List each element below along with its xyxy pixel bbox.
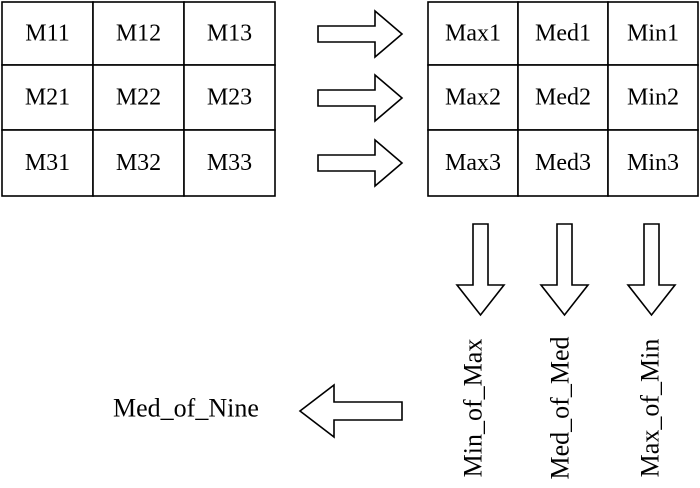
input-cell-label: M23 <box>207 85 252 111</box>
input-cell-3-2: M32 <box>92 129 185 197</box>
sorted-cell-label: Min3 <box>627 150 679 176</box>
down-arrow-icon <box>455 223 506 317</box>
sorted-cell-label: Min1 <box>627 21 679 47</box>
down-arrow-icon <box>539 223 590 317</box>
sorted-cell-label: Max1 <box>445 21 501 47</box>
sorted-cell-2-1: Max2 <box>427 64 519 131</box>
input-cell-label: M32 <box>116 150 161 176</box>
sorted-cell-label: Max2 <box>445 85 501 111</box>
input-cell-label: M33 <box>207 150 252 176</box>
sorted-cell-label: Min2 <box>627 85 679 111</box>
input-cell-label: M22 <box>116 85 161 111</box>
sorted-cell-label: Med3 <box>535 150 591 176</box>
med-of-med-label: Med_of_Med <box>546 337 575 480</box>
sorted-cell-3-2: Med3 <box>517 129 609 197</box>
sorted-cell-label: Med2 <box>535 85 591 111</box>
input-cell-2-3: M23 <box>183 64 276 131</box>
sorted-cell-1-3: Min1 <box>607 1 699 66</box>
sorted-cell-3-3: Min3 <box>607 129 699 197</box>
sorted-cell-3-1: Max3 <box>427 129 519 197</box>
input-cell-3-3: M33 <box>183 129 276 197</box>
right-arrow-icon <box>317 9 404 59</box>
input-cell-2-2: M22 <box>92 64 185 131</box>
min-of-max-label: Min_of_Max <box>459 339 488 478</box>
input-cell-1-3: M13 <box>183 1 276 66</box>
sorted-cell-label: Max3 <box>445 150 501 176</box>
input-cell-label: M13 <box>207 21 252 47</box>
sorted-cell-2-2: Med2 <box>517 64 609 131</box>
sorted-cell-1-2: Med1 <box>517 1 609 66</box>
input-cell-label: M31 <box>25 150 70 176</box>
left-arrow-icon <box>298 383 403 439</box>
sorted-cell-label: Med1 <box>535 21 591 47</box>
sorted-cell-1-1: Max1 <box>427 1 519 66</box>
column-reduce-arrows <box>455 223 677 317</box>
right-arrow-icon <box>317 138 404 188</box>
input-cell-2-1: M21 <box>1 64 94 131</box>
input-cell-label: M11 <box>25 21 69 47</box>
input-cell-3-1: M31 <box>1 129 94 197</box>
sorted-matrix: Max1 Med1 Min1 Max2 Med2 Min2 Max3 Me <box>427 1 699 197</box>
row-sort-arrows <box>317 9 404 188</box>
input-cell-label: M21 <box>25 85 70 111</box>
input-cell-1-1: M11 <box>1 1 94 66</box>
down-arrow-icon <box>626 223 677 317</box>
max-of-min-label: Max_of_Min <box>636 339 665 478</box>
input-cell-label: M12 <box>116 21 161 47</box>
right-arrow-icon <box>317 73 404 123</box>
sorted-cell-2-3: Min2 <box>607 64 699 131</box>
input-cell-1-2: M12 <box>92 1 185 66</box>
input-matrix: M11 M12 M13 M21 M22 M23 M31 M32 <box>1 1 276 197</box>
med-of-nine-label: Med_of_Nine <box>113 394 259 423</box>
column-results: Min_of_Max Med_of_Med Max_of_Min <box>459 337 665 480</box>
